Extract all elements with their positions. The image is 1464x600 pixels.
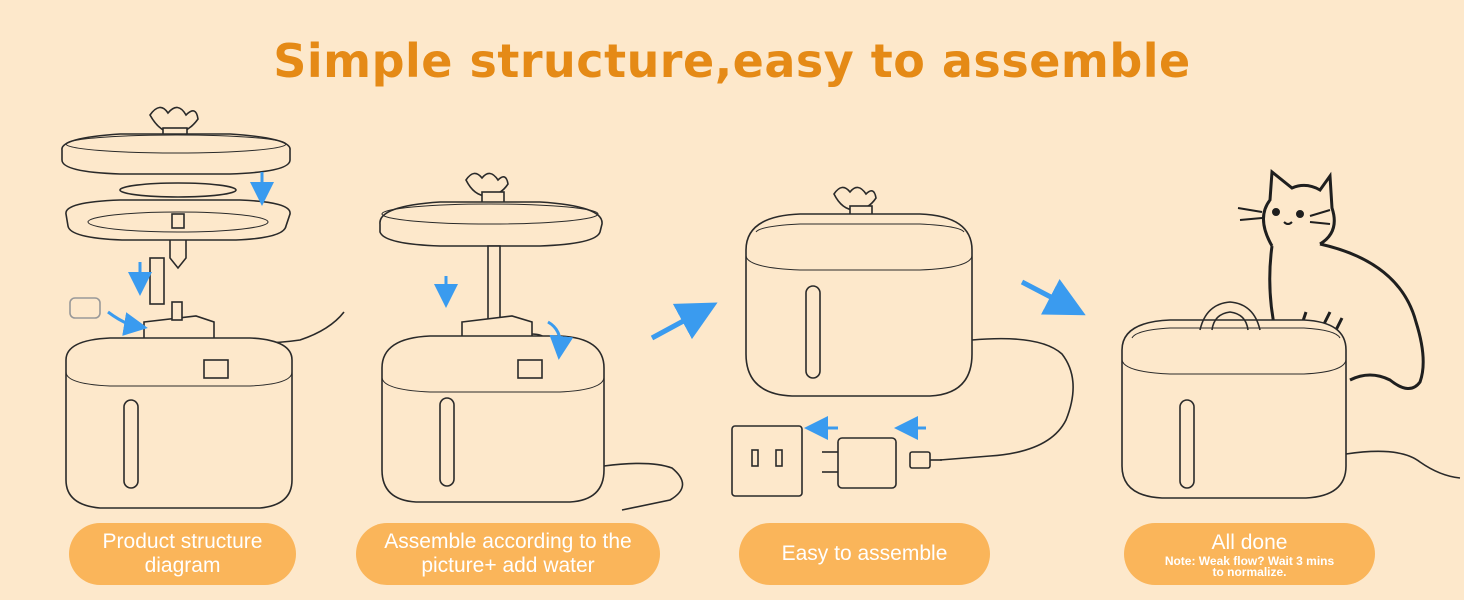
step-2-text: Assemble according to the picture+ add w… [384,530,632,577]
finished-fountain [1121,301,1461,499]
water-window-2 [439,397,455,487]
base-4 [1121,319,1347,499]
step-label-assemble: Assemble according to the picture+ add w… [356,523,660,585]
next-arrow-1 [650,302,718,341]
step-4-text: All done [1211,531,1288,554]
page-title: Simple structure,easy to assemble [273,34,1191,88]
tube [149,257,165,305]
base-1 [65,337,293,509]
step-4-note-line2: to normalize. [1212,565,1287,579]
step-label-easy-assemble: Easy to assemble [739,523,990,585]
water-flow-spout [1199,301,1261,331]
step1-arrows [107,172,274,336]
exploded-fountain-diagram [61,106,345,509]
water-window-3 [805,285,821,379]
assembled-fountain [731,186,1074,497]
base-2 [381,335,605,503]
water-window-4 [1179,399,1195,489]
usb-plug [909,451,931,469]
step-1-text: Product structure diagram [102,530,263,577]
base-3 [745,213,973,397]
step-label-all-done: All done Note: Weak flow? Wait 3 mins to… [1124,523,1375,585]
step-label-product-structure: Product structure diagram [69,523,296,585]
filter-cartridge [69,297,101,319]
water-window-1 [123,399,139,489]
cat-outline [1237,169,1425,390]
top-lid-1 [61,133,291,175]
step-4-note-line1: Note: Weak flow? Wait 3 mins [1164,554,1335,568]
wall-outlet [731,425,803,497]
power-adapter [837,437,897,489]
filter-disc [119,182,237,198]
step2-arrows [434,276,574,360]
assembly-fountain [379,172,684,511]
step-3-text: Easy to assemble [781,542,948,565]
next-arrow-2 [1020,279,1086,316]
